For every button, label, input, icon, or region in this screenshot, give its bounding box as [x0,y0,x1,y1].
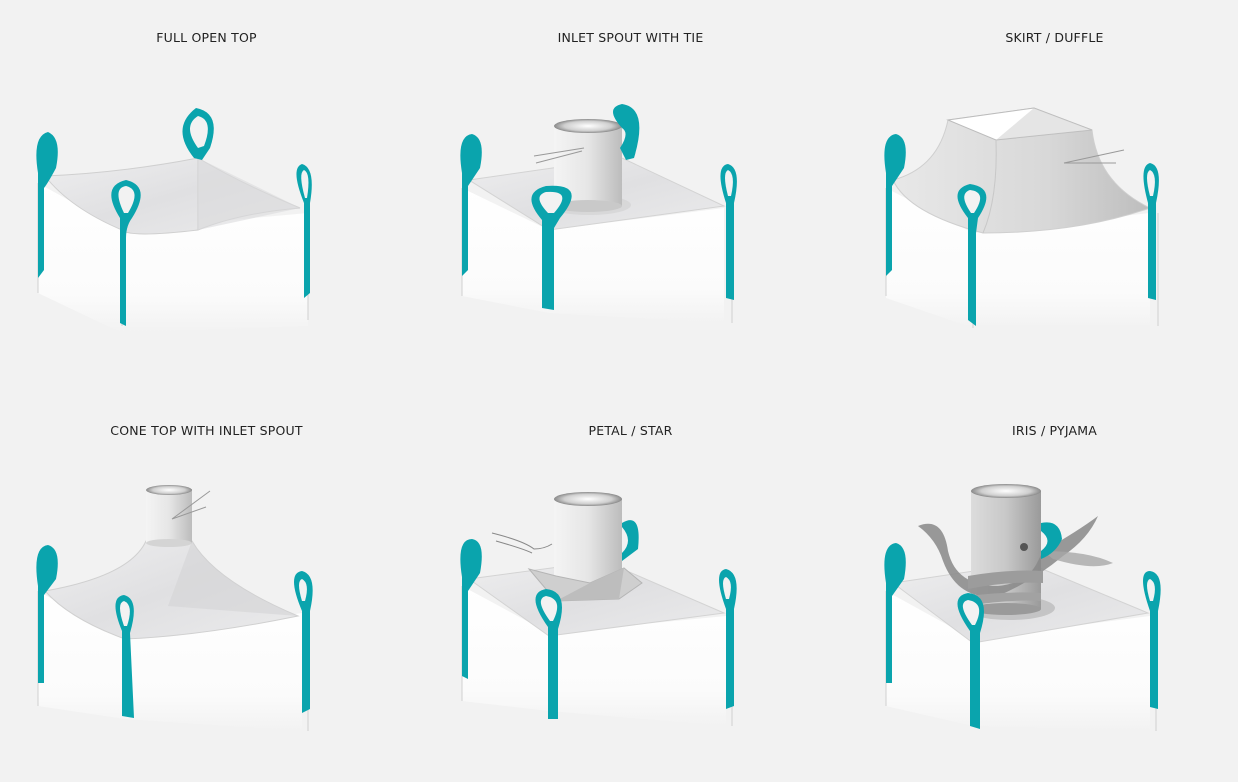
cell-inlet-spout-with-tie: INLET SPOUT WITH TIE [424,8,837,389]
cell-full-open-top: FULL OPEN TOP [0,8,413,389]
caption-inlet-spout-with-tie: INLET SPOUT WITH TIE [557,30,704,45]
iris-pyjama-illustration [884,484,1161,731]
caption-skirt-duffle: SKIRT / DUFFLE [1005,30,1104,45]
cell-skirt-duffle: SKIRT / DUFFLE [848,8,1238,389]
caption-petal-star: PETAL / STAR [588,423,673,438]
caption-cone-top-with-inlet-spout: CONE TOP WITH INLET SPOUT [110,423,303,438]
cell-iris-pyjama: IRIS / PYJAMA [848,401,1238,782]
caption-full-open-top: FULL OPEN TOP [156,30,257,45]
cell-cone-top-with-inlet-spout: CONE TOP WITH INLET SPOUT [0,401,413,782]
cone-top-with-inlet-spout-illustration [36,485,313,731]
petal-star-illustration [460,492,737,726]
caption-iris-pyjama: IRIS / PYJAMA [1011,423,1097,438]
skirt-duffle-illustration [884,107,1159,328]
full-open-top-illustration [36,108,312,333]
inlet-spout-with-tie-illustration [460,104,737,323]
cell-petal-star: PETAL / STAR [424,401,837,782]
baffle-top-grid: FULL OPEN TOP INLET SPOUT WIT [0,8,1238,731]
